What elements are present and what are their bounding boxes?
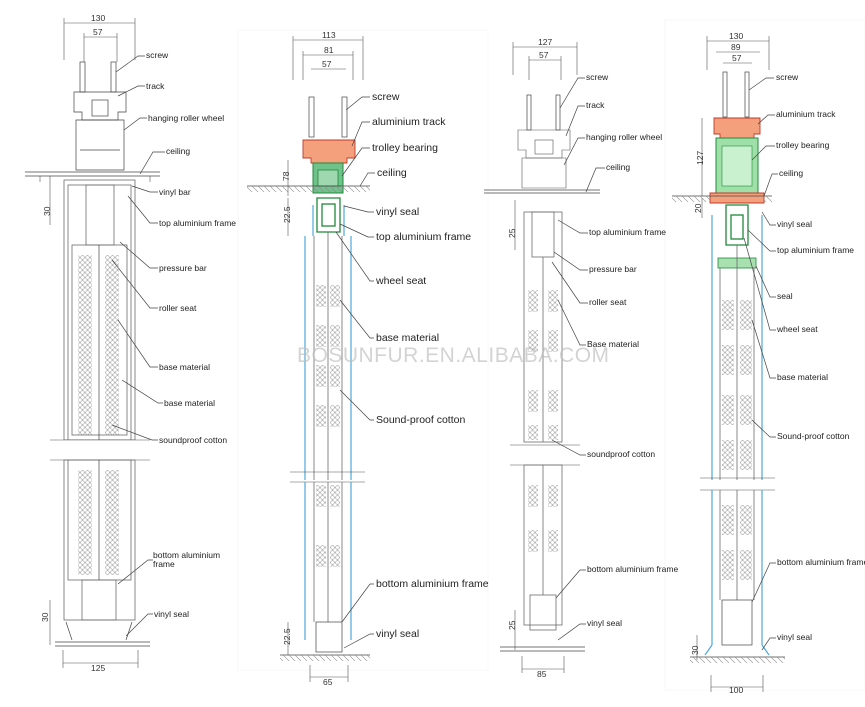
dim-1-top-gap: 30 [42, 206, 52, 216]
label-4-wheel-seat: wheel seat [776, 324, 818, 334]
label-2-trolley-bearing: trolley bearing [372, 142, 438, 154]
dim-2-inner: 57 [322, 59, 332, 69]
label-1-bottom-aluminium-frame-box: bottom aluminium frame [153, 551, 221, 569]
dim-2-width: 113 [322, 30, 336, 40]
label-4-aluminium-track: aluminium track [776, 109, 836, 119]
watermark-text: BOSUNFUR.EN.ALIBABA.COM [297, 344, 610, 367]
dim-1-bottom-width: 125 [91, 663, 105, 673]
dim-1-bottom-gap: 30 [40, 612, 50, 622]
label-1-base-material: base material [159, 362, 210, 372]
label-3-screw: screw [586, 72, 609, 82]
dim-4-mid: 89 [731, 42, 741, 52]
label-3-vinyl-seal: vinyl seal [587, 618, 622, 628]
label-3-pressure-bar: pressure bar [589, 264, 637, 274]
label-1-roller-seat: roller seat [159, 303, 197, 313]
label-1-base-material-2: base material [164, 398, 215, 408]
dim-4-width: 130 [729, 31, 743, 41]
label-1-pressure-bar: pressure bar [159, 263, 207, 273]
drawing-3: 127 57 25 25 [484, 37, 678, 679]
label-2-ceiling: ceiling [377, 167, 407, 179]
label-3-track: track [586, 100, 605, 110]
panel-2-background [237, 29, 489, 671]
label-1-vinyl-seal: vinyl seal [154, 609, 189, 619]
label-3-top-aluminium-frame: top aluminium frame [589, 227, 666, 237]
label-1-vinyl-bar: vinyl bar [159, 187, 191, 197]
label-3-hanging-roller-wheel: hanging roller wheel [586, 132, 662, 142]
label-2-top-aluminium-frame: top aluminium frame [376, 231, 471, 243]
label-4-base-material: base material [777, 372, 828, 382]
dim-4-top-gap: 20 [693, 203, 703, 213]
label-3-base-material: Base material [587, 339, 639, 349]
label-2-vinyl-seal-bottom: vinyl seal [376, 628, 419, 640]
label-3-ceiling: ceiling [606, 162, 630, 172]
label-4-bottom-aluminium-frame: bottom aluminium frame [777, 557, 865, 567]
dim-2-top-gap: 22.5 [282, 206, 292, 223]
label-4-vinyl-seal: vinyl seal [777, 219, 812, 229]
label-4-vinyl-seal-bottom: vinyl seal [777, 632, 812, 642]
label-1-track: track [146, 81, 165, 91]
label-2-base-material: base material [376, 332, 439, 344]
dim-4-inner: 57 [732, 53, 742, 63]
label-4-ceiling: ceiling [779, 168, 803, 178]
label-2-wheel-seat: wheel seat [375, 275, 426, 287]
label-2-sound-proof-cotton: Sound-proof cotton [376, 414, 465, 426]
dim-2-track-height: 78 [281, 171, 291, 181]
label-1-screw: screw [146, 50, 169, 60]
dim-1-width: 130 [91, 13, 105, 23]
label-1-top-aluminium-frame: top aluminium frame [159, 218, 236, 228]
label-2-vinyl-seal: vinyl seal [376, 206, 419, 218]
dim-3-top-gap: 25 [507, 228, 517, 238]
label-1-soundproof-cotton: soundproof cotton [159, 435, 227, 445]
label-3-roller-seat: roller seat [589, 297, 627, 307]
drawing-4: 130 89 57 127 20 [672, 31, 865, 695]
label-1-hanging-roller-wheel: hanging roller wheel [148, 113, 224, 123]
label-3-bottom-aluminium-frame: bottom aluminium frame [587, 564, 678, 574]
label-1-ceiling: ceiling [166, 146, 190, 156]
drawing-2: 113 81 57 78 22.5 [247, 30, 489, 687]
label-1-bottom-aluminium-frame: bottom aluminium frame [153, 551, 221, 569]
label-4-top-aluminium-frame: top aluminium frame [777, 245, 854, 255]
dim-1-inner: 57 [93, 27, 103, 37]
dim-2-mid: 81 [324, 45, 334, 55]
drawing-1: 130 57 30 [25, 13, 236, 673]
dim-2-bottom-width: 65 [323, 677, 333, 687]
dim-3-bottom-gap: 25 [507, 620, 517, 630]
label-4-trolley-bearing: trolley bearing [776, 140, 830, 150]
dim-3-bottom-width: 85 [537, 669, 547, 679]
dim-4-bottom-width: 100 [729, 685, 743, 695]
label-2-bottom-aluminium-frame: bottom aluminium frame [376, 578, 489, 590]
label-4-seal: seal [777, 291, 793, 301]
panel-4-background [664, 19, 865, 691]
label-4-screw: screw [776, 72, 799, 82]
label-3-soundproof-cotton: soundproof cotton [587, 449, 655, 459]
label-2-aluminium-track: aluminium track [372, 116, 446, 128]
dim-4-track-height: 127 [695, 151, 705, 165]
dim-3-width: 127 [538, 37, 552, 47]
label-4-sound-proof-cotton: Sound-proof cotton [777, 431, 850, 441]
label-2-screw: screw [372, 91, 400, 103]
dim-4-bottom-gap: 30 [690, 645, 700, 655]
dim-2-bottom-gap: 22.5 [282, 628, 292, 645]
dim-3-inner: 57 [539, 50, 549, 60]
